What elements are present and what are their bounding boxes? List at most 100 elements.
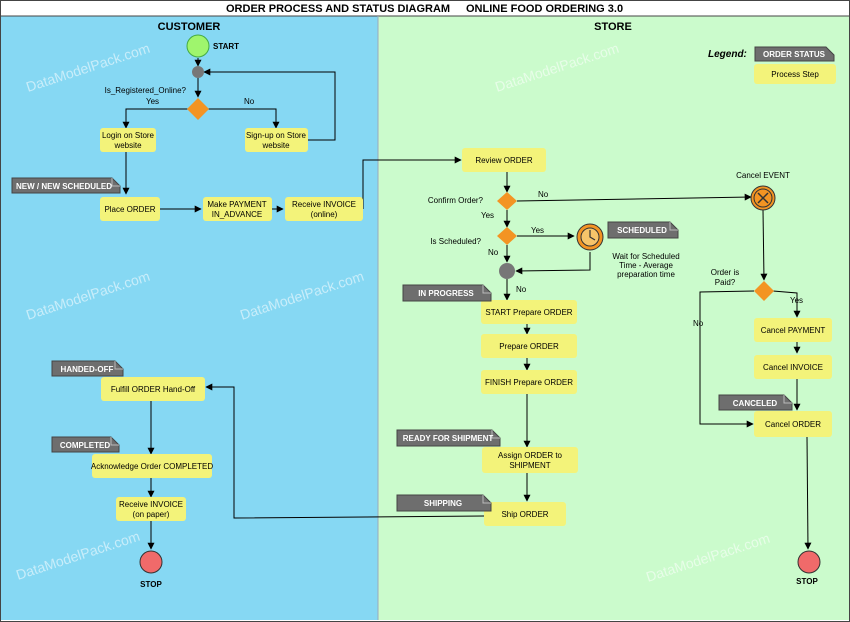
- legend-step: Process Step: [754, 64, 836, 84]
- svg-text:SHIPMENT: SHIPMENT: [509, 461, 550, 470]
- svg-text:Acknowledge Order COMPLETED: Acknowledge Order COMPLETED: [91, 462, 213, 471]
- svg-text:SCHEDULED: SCHEDULED: [617, 226, 667, 235]
- step-assign-order: Assign ORDER to SHIPMENT: [482, 447, 578, 473]
- svg-text:Confirm Order?: Confirm Order?: [428, 196, 484, 205]
- step-cancel-payment: Cancel PAYMENT: [754, 318, 832, 342]
- svg-text:website: website: [113, 141, 142, 150]
- svg-text:Receive INVOICE: Receive INVOICE: [292, 200, 356, 209]
- status-canceled: CANCELED: [718, 394, 793, 411]
- svg-text:READY FOR SHIPMENT: READY FOR SHIPMENT: [403, 434, 494, 443]
- svg-text:Yes: Yes: [146, 97, 159, 106]
- svg-text:Cancel PAYMENT: Cancel PAYMENT: [761, 326, 826, 335]
- status-handed-off: HANDED-OFF: [51, 360, 124, 377]
- step-make-payment: Make PAYMENT IN_ADVANCE: [203, 197, 272, 221]
- svg-text:IN_ADVANCE: IN_ADVANCE: [212, 210, 263, 219]
- customer-lane-title: CUSTOMER: [158, 21, 221, 33]
- svg-text:Cancel ORDER: Cancel ORDER: [765, 420, 821, 429]
- decision-confirm-order: Confirm Order?: [428, 192, 517, 210]
- status-completed: COMPLETED: [51, 436, 120, 453]
- svg-text:Paid?: Paid?: [715, 278, 736, 287]
- svg-text:Wait for Scheduled: Wait for Scheduled: [612, 252, 679, 261]
- status-shipping: SHIPPING: [396, 494, 492, 512]
- step-prepare: Prepare ORDER: [481, 334, 577, 358]
- svg-text:No: No: [516, 285, 527, 294]
- svg-text:Is_Registered_Online?: Is_Registered_Online?: [105, 86, 187, 95]
- stop-node-customer: STOP: [139, 550, 163, 589]
- step-start-prepare: START Prepare ORDER: [481, 300, 577, 324]
- svg-text:(online): (online): [311, 210, 338, 219]
- svg-text:Yes: Yes: [790, 296, 803, 305]
- step-fulfill-handoff: Fulfill ORDER Hand-Off: [101, 377, 205, 401]
- diagram-title: ORDER PROCESS AND STATUS DIAGRAM: [226, 3, 450, 15]
- svg-text:Ship ORDER: Ship ORDER: [501, 510, 548, 519]
- svg-text:Make PAYMENT: Make PAYMENT: [207, 200, 266, 209]
- svg-text:Assign ORDER to: Assign ORDER to: [498, 451, 563, 460]
- status-ready-for-shipment: READY FOR SHIPMENT: [396, 429, 501, 447]
- step-receive-invoice-paper: Receive INVOICE (on paper): [116, 497, 186, 521]
- status-new: NEW / NEW SCHEDULED: [11, 177, 121, 194]
- step-signup: Sign-up on Store website: [245, 128, 308, 152]
- legend-status: ORDER STATUS: [754, 46, 835, 62]
- branch-labels: Yes No No Yes Yes No No Yes No: [146, 97, 803, 328]
- svg-text:No: No: [693, 319, 704, 328]
- decision-is-scheduled: Is Scheduled?: [430, 227, 517, 246]
- svg-text:No: No: [538, 190, 549, 199]
- svg-text:Sign-up on Store: Sign-up on Store: [246, 131, 307, 140]
- svg-text:Place ORDER: Place ORDER: [104, 205, 155, 214]
- diagram-subtitle: ONLINE FOOD ORDERING 3.0: [466, 3, 623, 15]
- status-in-progress: IN PROGRESS: [402, 284, 492, 302]
- svg-text:No: No: [244, 97, 255, 106]
- start-node: START: [186, 34, 239, 58]
- timer-event: Wait for Scheduled Time - Average prepar…: [576, 223, 680, 279]
- step-place-order: Place ORDER: [100, 197, 160, 221]
- step-receive-invoice-online: Receive INVOICE (online): [285, 197, 363, 221]
- stop-node-store: STOP: [796, 550, 821, 586]
- store-lane-title: STORE: [594, 21, 632, 33]
- svg-text:HANDED-OFF: HANDED-OFF: [61, 365, 114, 374]
- svg-text:Review ORDER: Review ORDER: [475, 156, 533, 165]
- svg-text:Fulfill ORDER Hand-Off: Fulfill ORDER Hand-Off: [111, 385, 196, 394]
- step-finish-prepare: FINISH Prepare ORDER: [481, 370, 577, 394]
- svg-text:preparation time: preparation time: [617, 270, 675, 279]
- merge-node-schedule: [499, 263, 515, 279]
- svg-text:Prepare ORDER: Prepare ORDER: [499, 342, 559, 351]
- step-cancel-invoice: Cancel INVOICE: [754, 355, 832, 379]
- svg-text:STOP: STOP: [140, 580, 162, 589]
- decision-is-registered: Is_Registered_Online?: [105, 86, 209, 120]
- step-ship-order: Ship ORDER: [484, 502, 566, 526]
- status-scheduled: SCHEDULED: [607, 221, 679, 239]
- svg-text:CANCELED: CANCELED: [733, 399, 778, 408]
- svg-text:Cancel EVENT: Cancel EVENT: [736, 171, 790, 180]
- svg-text:Yes: Yes: [531, 226, 544, 235]
- svg-text:FINISH Prepare ORDER: FINISH Prepare ORDER: [485, 378, 573, 387]
- svg-text:Order is: Order is: [711, 268, 739, 277]
- svg-text:Process Step: Process Step: [771, 70, 819, 79]
- svg-text:COMPLETED: COMPLETED: [60, 441, 110, 450]
- svg-text:START: START: [213, 42, 239, 51]
- svg-text:Is Scheduled?: Is Scheduled?: [430, 237, 481, 246]
- svg-text:Receive INVOICE: Receive INVOICE: [119, 500, 183, 509]
- svg-text:No: No: [488, 248, 499, 257]
- svg-text:website: website: [261, 141, 290, 150]
- legend-label: Legend:: [708, 49, 747, 60]
- customer-lane: [1, 16, 378, 620]
- svg-text:SHIPPING: SHIPPING: [424, 499, 462, 508]
- svg-text:START Prepare ORDER: START Prepare ORDER: [485, 308, 572, 317]
- svg-text:ORDER STATUS: ORDER STATUS: [763, 50, 826, 59]
- svg-text:Login on Store: Login on Store: [102, 131, 155, 140]
- step-acknowledge-completed: Acknowledge Order COMPLETED: [91, 454, 213, 478]
- step-cancel-order: Cancel ORDER: [754, 411, 832, 437]
- svg-text:Yes: Yes: [481, 211, 494, 220]
- connectors: [122, 58, 812, 550]
- svg-text:NEW / NEW SCHEDULED: NEW / NEW SCHEDULED: [16, 182, 112, 191]
- svg-text:STOP: STOP: [796, 577, 818, 586]
- decision-order-paid: Order is Paid?: [711, 268, 774, 301]
- step-review-order: Review ORDER: [462, 148, 546, 172]
- cancel-event: Cancel EVENT: [736, 171, 790, 211]
- merge-node-registration: [192, 66, 204, 78]
- svg-text:IN PROGRESS: IN PROGRESS: [418, 289, 474, 298]
- svg-text:Time - Average: Time - Average: [619, 261, 673, 270]
- svg-text:(on paper): (on paper): [133, 510, 170, 519]
